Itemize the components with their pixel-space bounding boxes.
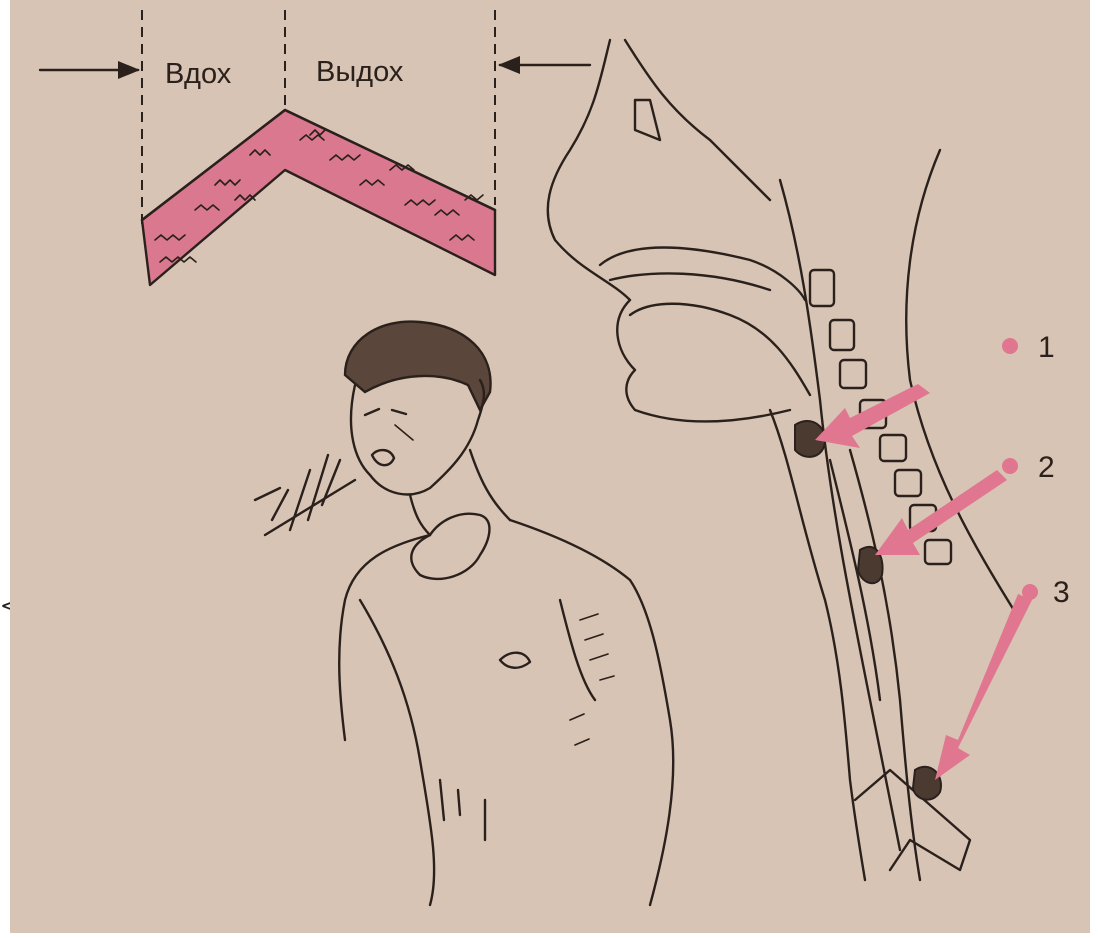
illustration-panel: Вдох Выдох [10, 0, 1090, 933]
man-neck [410, 450, 510, 535]
illustration-svg: Вдох Выдох [10, 0, 1090, 933]
man-mouth [372, 450, 394, 465]
obstruction-3 [913, 767, 941, 800]
exhale-label: Выдох [316, 56, 404, 88]
man-nipple [500, 653, 530, 668]
level-dot-2 [1002, 458, 1018, 474]
exhale-arrow [498, 56, 590, 74]
tongue [630, 304, 810, 395]
man-torso [339, 520, 673, 905]
level-arrow-1 [815, 384, 930, 448]
inhale-arrow [40, 61, 140, 79]
exhaled-sound-lines [255, 455, 355, 535]
man-hair [345, 322, 491, 410]
phase-chart: Вдох Выдох [40, 10, 590, 285]
man-hand-on-throat [411, 514, 489, 579]
man-cheek [395, 425, 413, 440]
trachea-front-wall [770, 410, 865, 880]
man-abdomen-lines [440, 780, 485, 840]
level-dot-3 [1022, 584, 1038, 600]
man-eyes [365, 409, 406, 415]
pharynx-back-wall [780, 180, 900, 850]
inhale-label: Вдох [165, 58, 232, 90]
level-label-1: 1 [1038, 331, 1055, 364]
airway-section: 1 2 3 [548, 40, 1070, 880]
neck-back [906, 150, 1020, 620]
nasal-cavity [625, 40, 770, 200]
palate [600, 248, 805, 301]
esophagus [830, 450, 920, 880]
level-arrow-3 [935, 594, 1032, 780]
obstruction-markers [795, 421, 941, 800]
man-figure [255, 322, 673, 905]
level-legend: 1 2 3 [1002, 331, 1070, 609]
man-shading [570, 614, 614, 745]
face-profile [548, 40, 790, 422]
level-label-2: 2 [1038, 451, 1055, 484]
level-label-3: 3 [1053, 576, 1070, 609]
man-head [351, 380, 484, 494]
level-dot-1 [1002, 338, 1018, 354]
man-armpit-line [560, 600, 595, 700]
